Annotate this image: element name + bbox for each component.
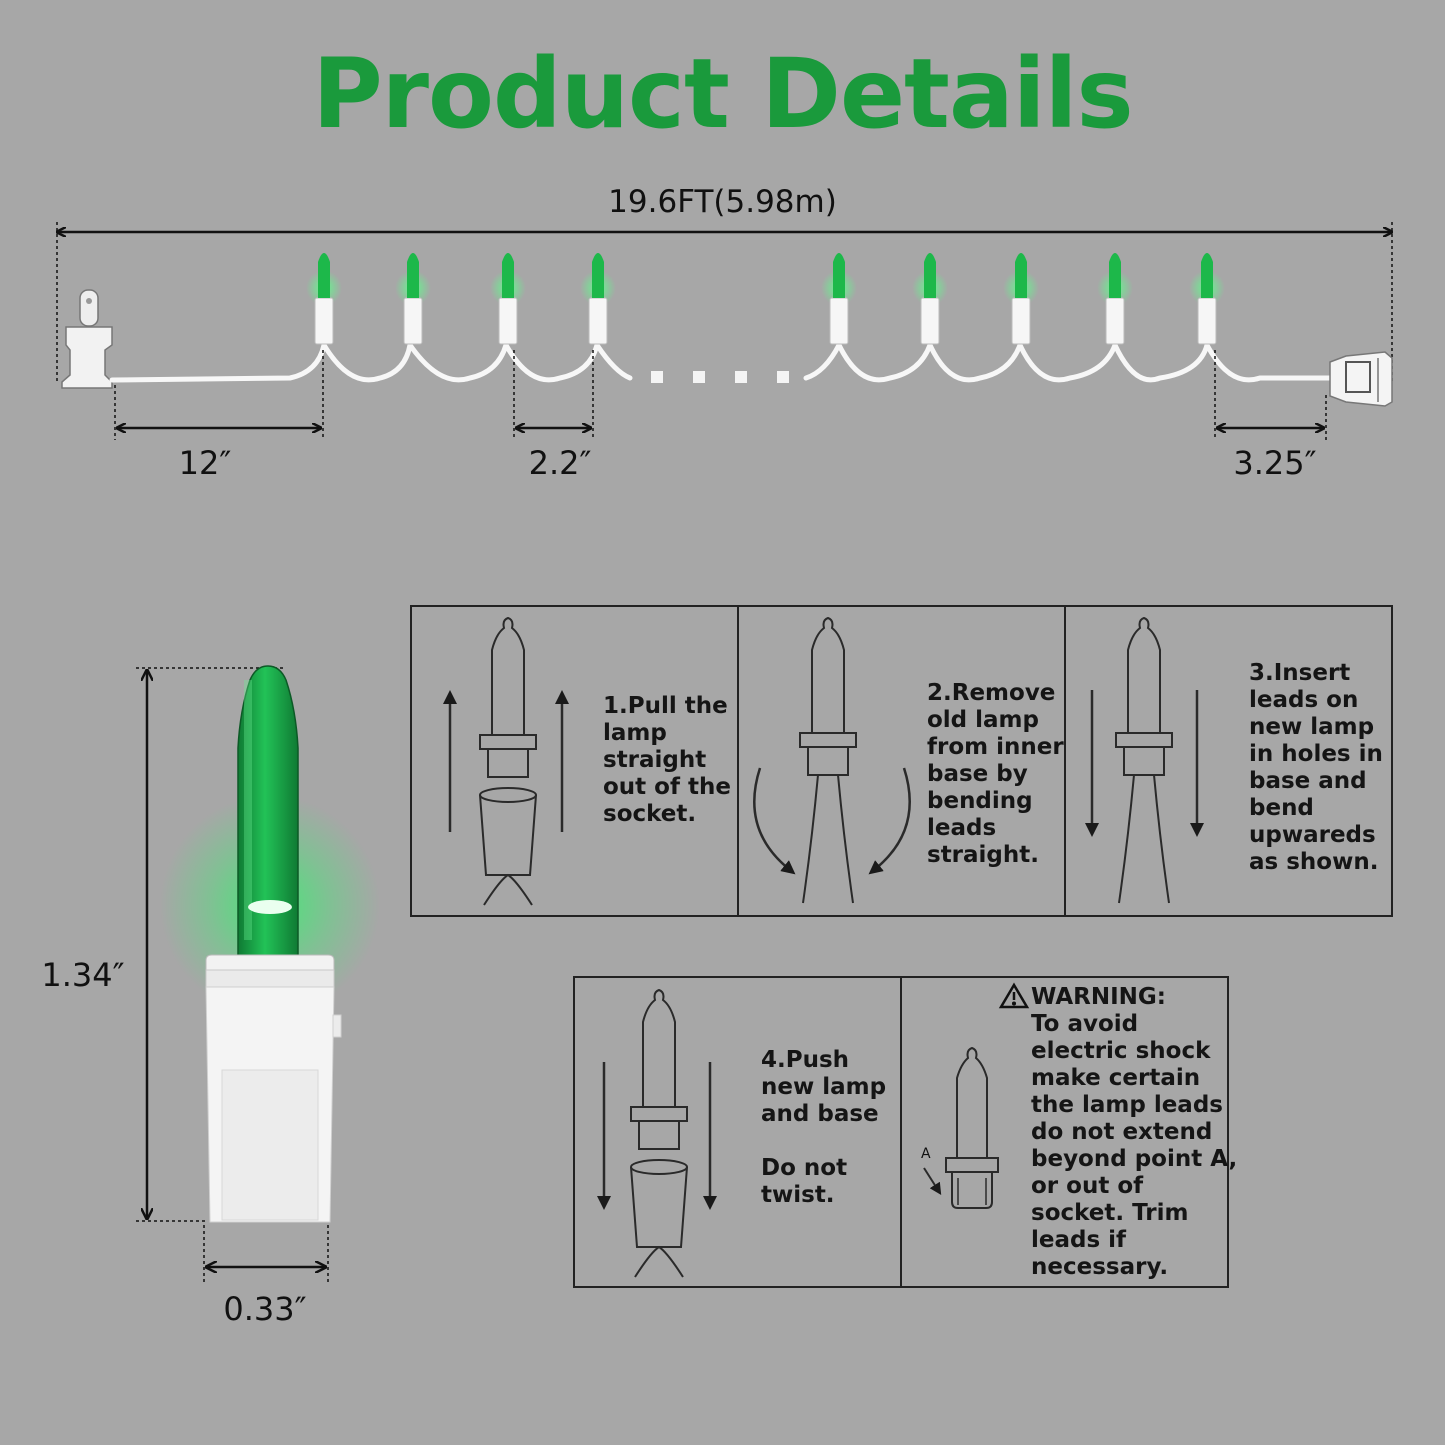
step-2-text: 2.Remove old lamp from inner base by ben…: [927, 680, 1064, 868]
point-a-label: A: [921, 1146, 931, 1162]
bulb-base: [205, 954, 335, 971]
bulb-icon: [580, 253, 616, 345]
bulb-icon: [912, 253, 948, 345]
step-1-illustration: [443, 616, 569, 906]
string-light-diagram: [0, 222, 1445, 440]
total-length-label: 19.6FT(5.98m): [608, 184, 837, 220]
bulb-icon: [1189, 253, 1225, 345]
step-1-text: 1.Pull the lamp straight out of the sock…: [603, 693, 731, 827]
width-label: 0.33″: [223, 1290, 307, 1328]
bulb-icon: [395, 253, 431, 345]
bulb-icon: [306, 253, 342, 345]
warning-text: To avoid electric shock make certain the…: [1031, 1011, 1238, 1280]
bulb-glass: [237, 665, 299, 971]
warning-illustration: [923, 1046, 999, 1209]
bulb-dimension-diagram: [136, 665, 380, 1285]
warning-heading: WARNING:: [1031, 984, 1166, 1010]
step-3-illustration: [1085, 616, 1204, 904]
plug-icon: [61, 289, 113, 389]
step-2-illustration: [753, 616, 911, 904]
bulbs-row: [306, 253, 1225, 345]
page-title: Product Details: [312, 38, 1133, 150]
wire: [109, 338, 1333, 383]
bulb-icon: [1097, 253, 1133, 345]
lead-in-label: 12″: [178, 444, 232, 482]
bulb-icon: [1003, 253, 1039, 345]
lead-out-label: 3.25″: [1233, 444, 1317, 482]
step-3-text: 3.Insert leads on new lamp in holes in b…: [1249, 660, 1383, 875]
warning-icon: [998, 982, 1030, 1009]
bulb-icon: [490, 253, 526, 345]
bulb-spacing-label: 2.2″: [528, 444, 592, 482]
continuation-dots: [651, 371, 789, 383]
height-label: 1.34″: [41, 956, 125, 994]
step-4-illustration: [597, 988, 717, 1278]
end-connector-icon: [1329, 351, 1393, 407]
bulb-icon: [821, 253, 857, 345]
step-4-text: 4.Push new lamp and base Do not twist.: [761, 1047, 887, 1208]
